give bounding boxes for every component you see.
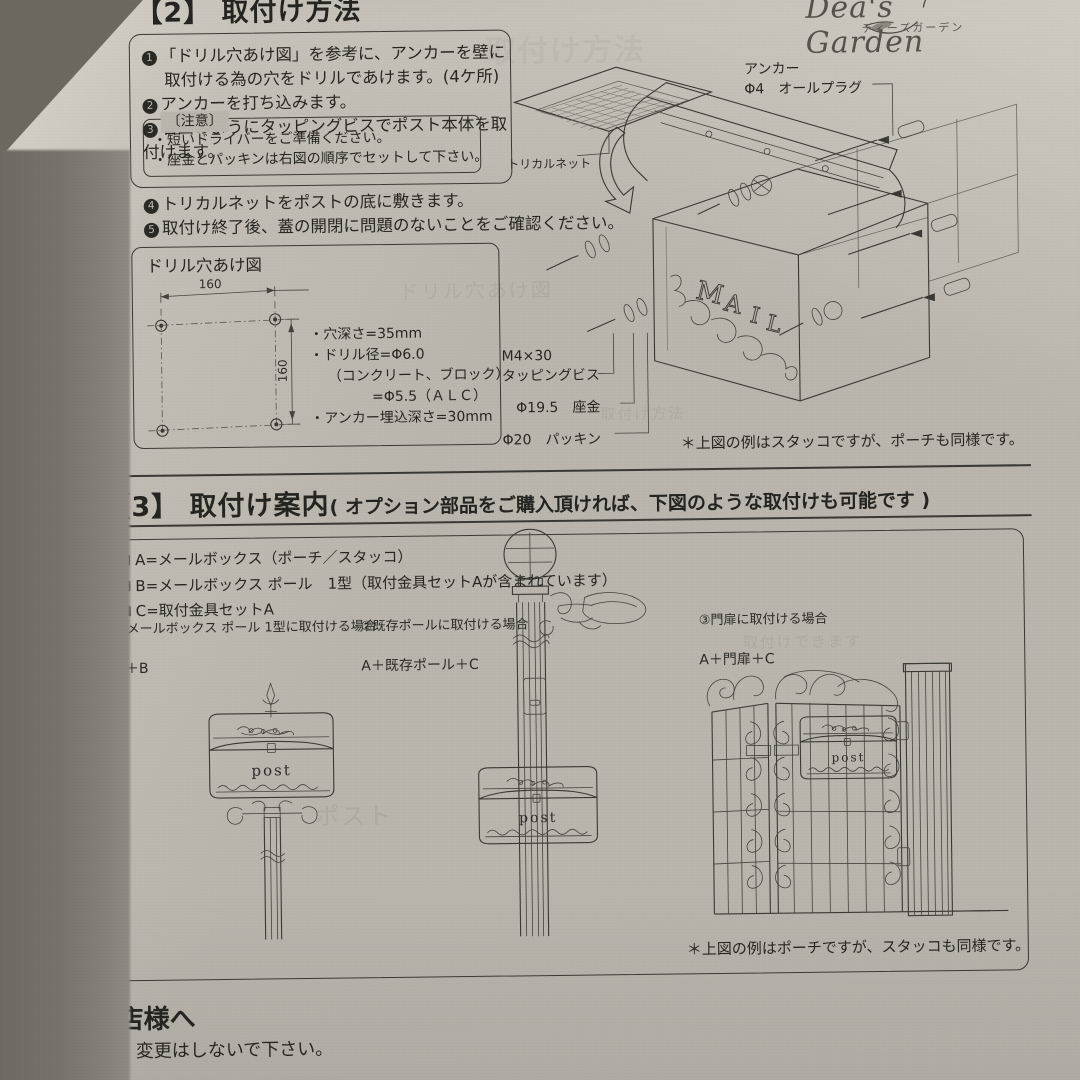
mailbox-exploded-diagram: トリカルネット <box>507 66 1019 402</box>
drill-spec-1: ・穴深さ=35mm <box>309 325 423 343</box>
page-left-edge <box>0 150 130 1080</box>
parts-leader-lines <box>597 332 649 434</box>
option-3-heading: ③門扉に取付ける場合 <box>698 611 828 629</box>
label-torical-net: トリカルネット <box>507 156 591 171</box>
svg-text:post: post <box>831 750 865 764</box>
mailbox-body <box>652 168 931 402</box>
screw-set-1 <box>546 234 610 271</box>
svg-text:M: M <box>693 276 726 311</box>
option-1-heading: ①メールボックス ポール 1型に取付ける場合 <box>114 619 377 638</box>
illustration-existing-pole: post <box>478 528 647 937</box>
svg-text:post: post <box>519 810 557 826</box>
step-number-2: 2 <box>142 98 158 114</box>
drill-hole-layout-drawing: 160 160 <box>147 277 309 437</box>
caution-item-2: ・座金とパッキンは右図の順序でセットして下さい。 <box>153 148 489 169</box>
drill-spec-4: =Φ5.5（ＡＬＣ） <box>371 387 488 406</box>
svg-text:A: A <box>721 288 746 320</box>
logo-flourish-icon <box>865 0 952 34</box>
label-anchor-line1: アンカー <box>743 60 800 78</box>
label-washer: Φ19.5 座金 <box>516 399 601 417</box>
illustration-gate-mount: post <box>706 662 1009 917</box>
step-number-5: 5 <box>143 222 160 238</box>
step-1-cont: 取付ける為の穴をドリルであけます。(4ケ所) <box>164 66 500 90</box>
section2-footnote: ＊上図の例はスタッコですが、ポーチも同様です。 <box>680 430 1024 453</box>
screw-set-4 <box>779 301 843 336</box>
drill-spec-2: ・ドリル径=Φ6.0 <box>309 346 425 364</box>
torical-net-part <box>512 66 714 157</box>
drill-diagram-title: ドリル穴あけ図 <box>146 255 263 276</box>
anchor-parts <box>815 120 971 319</box>
step-number-1: 1 <box>141 50 158 66</box>
drill-spec-3: （コンクリート、ブロック） <box>327 366 510 385</box>
mailbox-unit: post <box>208 712 335 799</box>
brand-logo: Dea's Garden ディーズガーデン <box>805 0 1016 61</box>
drill-spec-list: ・穴深さ=35mm ・ドリル径=Φ6.0 （コンクリート、ブロック） =Φ5.5… <box>309 323 510 430</box>
mailbox-lid <box>623 81 906 229</box>
step-number-4: 4 <box>143 198 159 214</box>
section2-title: 【2】 取付け方法 <box>135 0 362 30</box>
label-anchor-line2: Φ4 オールプラグ <box>744 80 863 98</box>
svg-text:I: I <box>748 303 762 329</box>
section3-title: 【3】 取付け案内 <box>103 489 330 524</box>
section3-title-paren: ( オプション部品をご購入頂ければ、下図のような取付けも可能です ) <box>329 489 931 519</box>
screw-set-2 <box>587 298 648 333</box>
mailbox-unit-3: post <box>799 715 898 780</box>
label-screw-line1: M4×30 <box>501 347 553 365</box>
mailbox-unit-2: post <box>478 766 598 845</box>
section3-footnote: ＊上図の例はポーチですが、スタッコも同様です。 <box>686 936 1031 959</box>
drill-dim-horizontal: 160 <box>199 277 222 291</box>
label-packing: Φ20 パッキン <box>502 431 602 449</box>
drill-spec-5: ・アンカー埋込深さ=30mm <box>310 408 493 427</box>
illustration-mailbox-on-pole-type1: post <box>208 682 335 940</box>
mailbox-post-label: post <box>251 761 292 779</box>
screw-set-3 <box>697 175 772 215</box>
mailbox-emboss: M A I L <box>670 274 798 381</box>
svg-text:L: L <box>764 311 784 339</box>
drill-dim-vertical: 160 <box>276 359 290 382</box>
label-screw-line2: タッピングビス <box>501 367 600 385</box>
logo-katakana: ディーズガーデン <box>861 20 965 36</box>
option-2-formula: A＋既存ポール＋C <box>361 656 479 675</box>
